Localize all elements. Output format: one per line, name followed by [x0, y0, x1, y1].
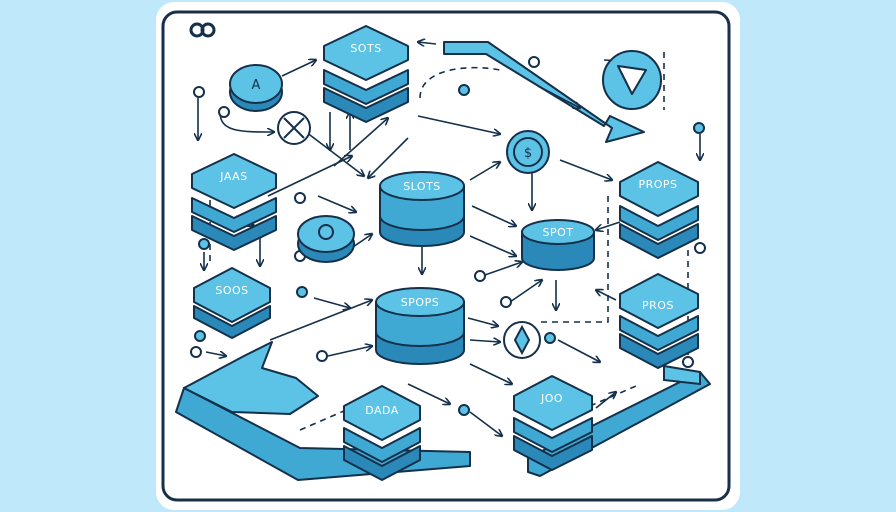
ribbon-top-right: [443, 41, 645, 143]
node-o: [297, 215, 355, 263]
link-icon: [189, 22, 216, 38]
node-pros: PROS: [619, 273, 699, 369]
node-dada: DADA: [343, 385, 421, 481]
node-label: SPOT: [543, 226, 574, 239]
node-s: $: [506, 130, 550, 174]
node-props: PROPS: [619, 161, 699, 259]
node-sots: SOTS: [323, 25, 409, 123]
dollar-sign-icon: $: [524, 146, 532, 161]
node-label: PROS: [642, 299, 674, 312]
node-a: A: [229, 64, 283, 112]
node-label: JOO: [540, 392, 563, 405]
node-label: DADA: [365, 404, 399, 417]
node-spot: SPOT: [521, 219, 595, 271]
diamond-icon: [513, 324, 531, 356]
node-label: SOOS: [215, 284, 248, 297]
node-label: JAAS: [219, 170, 247, 183]
node-label: SPOPS: [401, 296, 439, 309]
node-flag: [602, 50, 662, 110]
node-x: [277, 111, 311, 145]
node-label: SOTS: [350, 42, 381, 55]
node-spops: SPOPS: [375, 287, 465, 365]
ring-icon: [318, 224, 334, 240]
node-slots: SLOTS: [379, 171, 465, 247]
letter-a-icon: A: [252, 78, 261, 93]
node-jaas: JAAS: [191, 153, 277, 251]
flag-icon: [617, 65, 647, 95]
node-d: [503, 321, 541, 359]
endpoint-dots: [190, 56, 706, 416]
ribbon-bottom-left: [175, 341, 471, 481]
node-label: SLOTS: [403, 180, 441, 193]
node-soos: SOOS: [193, 267, 271, 339]
node-label: PROPS: [638, 178, 677, 191]
node-joo: JOO: [513, 375, 593, 471]
cross-icon: [283, 117, 305, 139]
